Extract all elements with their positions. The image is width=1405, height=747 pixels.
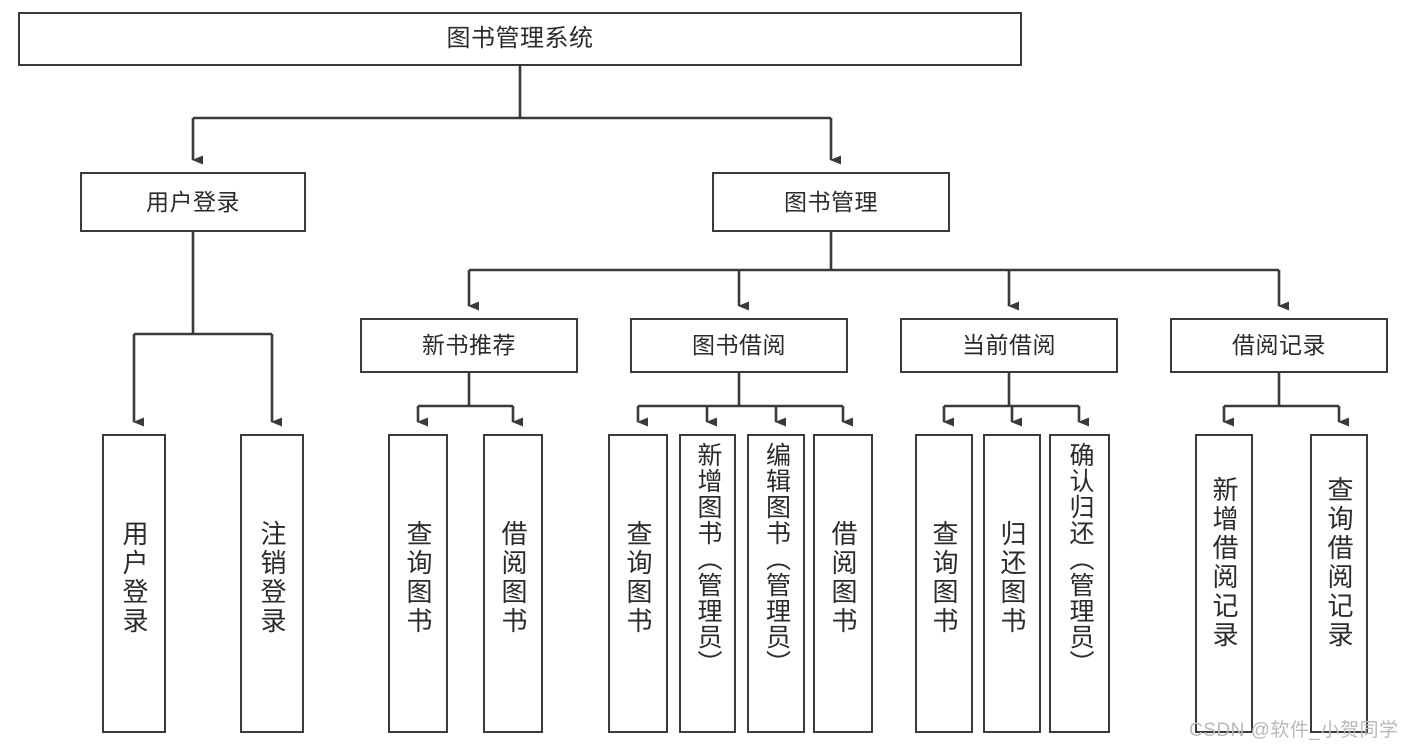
node-label: 当前借阅	[962, 332, 1056, 359]
node-label: 借阅记录	[1232, 332, 1326, 359]
csdn-watermark: CSDN @软件_小贺同学	[1189, 720, 1399, 741]
node-label: 新增借阅记录	[1209, 476, 1239, 650]
node-label: 借阅图书	[828, 520, 858, 636]
node-label: 注销登录	[257, 520, 287, 636]
leaf-query-borrow-record[interactable]: 查询借阅记录	[1310, 434, 1368, 733]
node-label: 查询图书	[929, 520, 959, 636]
node-new-book-recommend[interactable]: 新书推荐	[360, 318, 578, 373]
leaf-query-book-recommend[interactable]: 查询图书	[388, 434, 448, 733]
node-label: 借阅图书	[498, 520, 528, 636]
node-label: 图书管理系统	[446, 25, 594, 53]
node-borrow-records[interactable]: 借阅记录	[1170, 318, 1388, 373]
node-label: 确认归还（管理员）	[1066, 442, 1094, 676]
node-book-management[interactable]: 图书管理	[712, 172, 950, 232]
node-current-borrow[interactable]: 当前借阅	[900, 318, 1118, 373]
node-book-borrow[interactable]: 图书借阅	[630, 318, 848, 373]
leaf-query-book-borrow[interactable]: 查询图书	[608, 434, 668, 733]
leaf-edit-book-admin[interactable]: 编辑图书（管理员）	[747, 434, 805, 733]
node-label: 图书管理	[784, 188, 878, 215]
leaf-borrow-book-recommend[interactable]: 借阅图书	[483, 434, 543, 733]
leaf-user-login[interactable]: 用户登录	[102, 434, 166, 733]
node-label: 用户登录	[146, 188, 240, 215]
node-label: 新书推荐	[422, 332, 516, 359]
leaf-logout[interactable]: 注销登录	[240, 434, 304, 733]
leaf-query-book-current[interactable]: 查询图书	[915, 434, 973, 733]
leaf-return-book[interactable]: 归还图书	[983, 434, 1041, 733]
node-label: 用户登录	[119, 520, 149, 636]
node-user-login[interactable]: 用户登录	[80, 172, 306, 232]
node-label: 图书借阅	[692, 332, 786, 359]
node-label: 归还图书	[997, 520, 1027, 636]
node-root-system[interactable]: 图书管理系统	[18, 12, 1022, 66]
node-label: 新增图书（管理员）	[694, 442, 722, 676]
leaf-add-book-admin[interactable]: 新增图书（管理员）	[679, 434, 736, 733]
leaf-add-borrow-record[interactable]: 新增借阅记录	[1195, 434, 1253, 733]
node-label: 查询借阅记录	[1324, 476, 1354, 650]
leaf-borrow-book[interactable]: 借阅图书	[813, 434, 873, 733]
node-label: 查询图书	[403, 520, 433, 636]
node-label: 查询图书	[623, 520, 653, 636]
node-label: 编辑图书（管理员）	[762, 442, 791, 676]
leaf-confirm-return-admin[interactable]: 确认归还（管理员）	[1049, 434, 1110, 733]
